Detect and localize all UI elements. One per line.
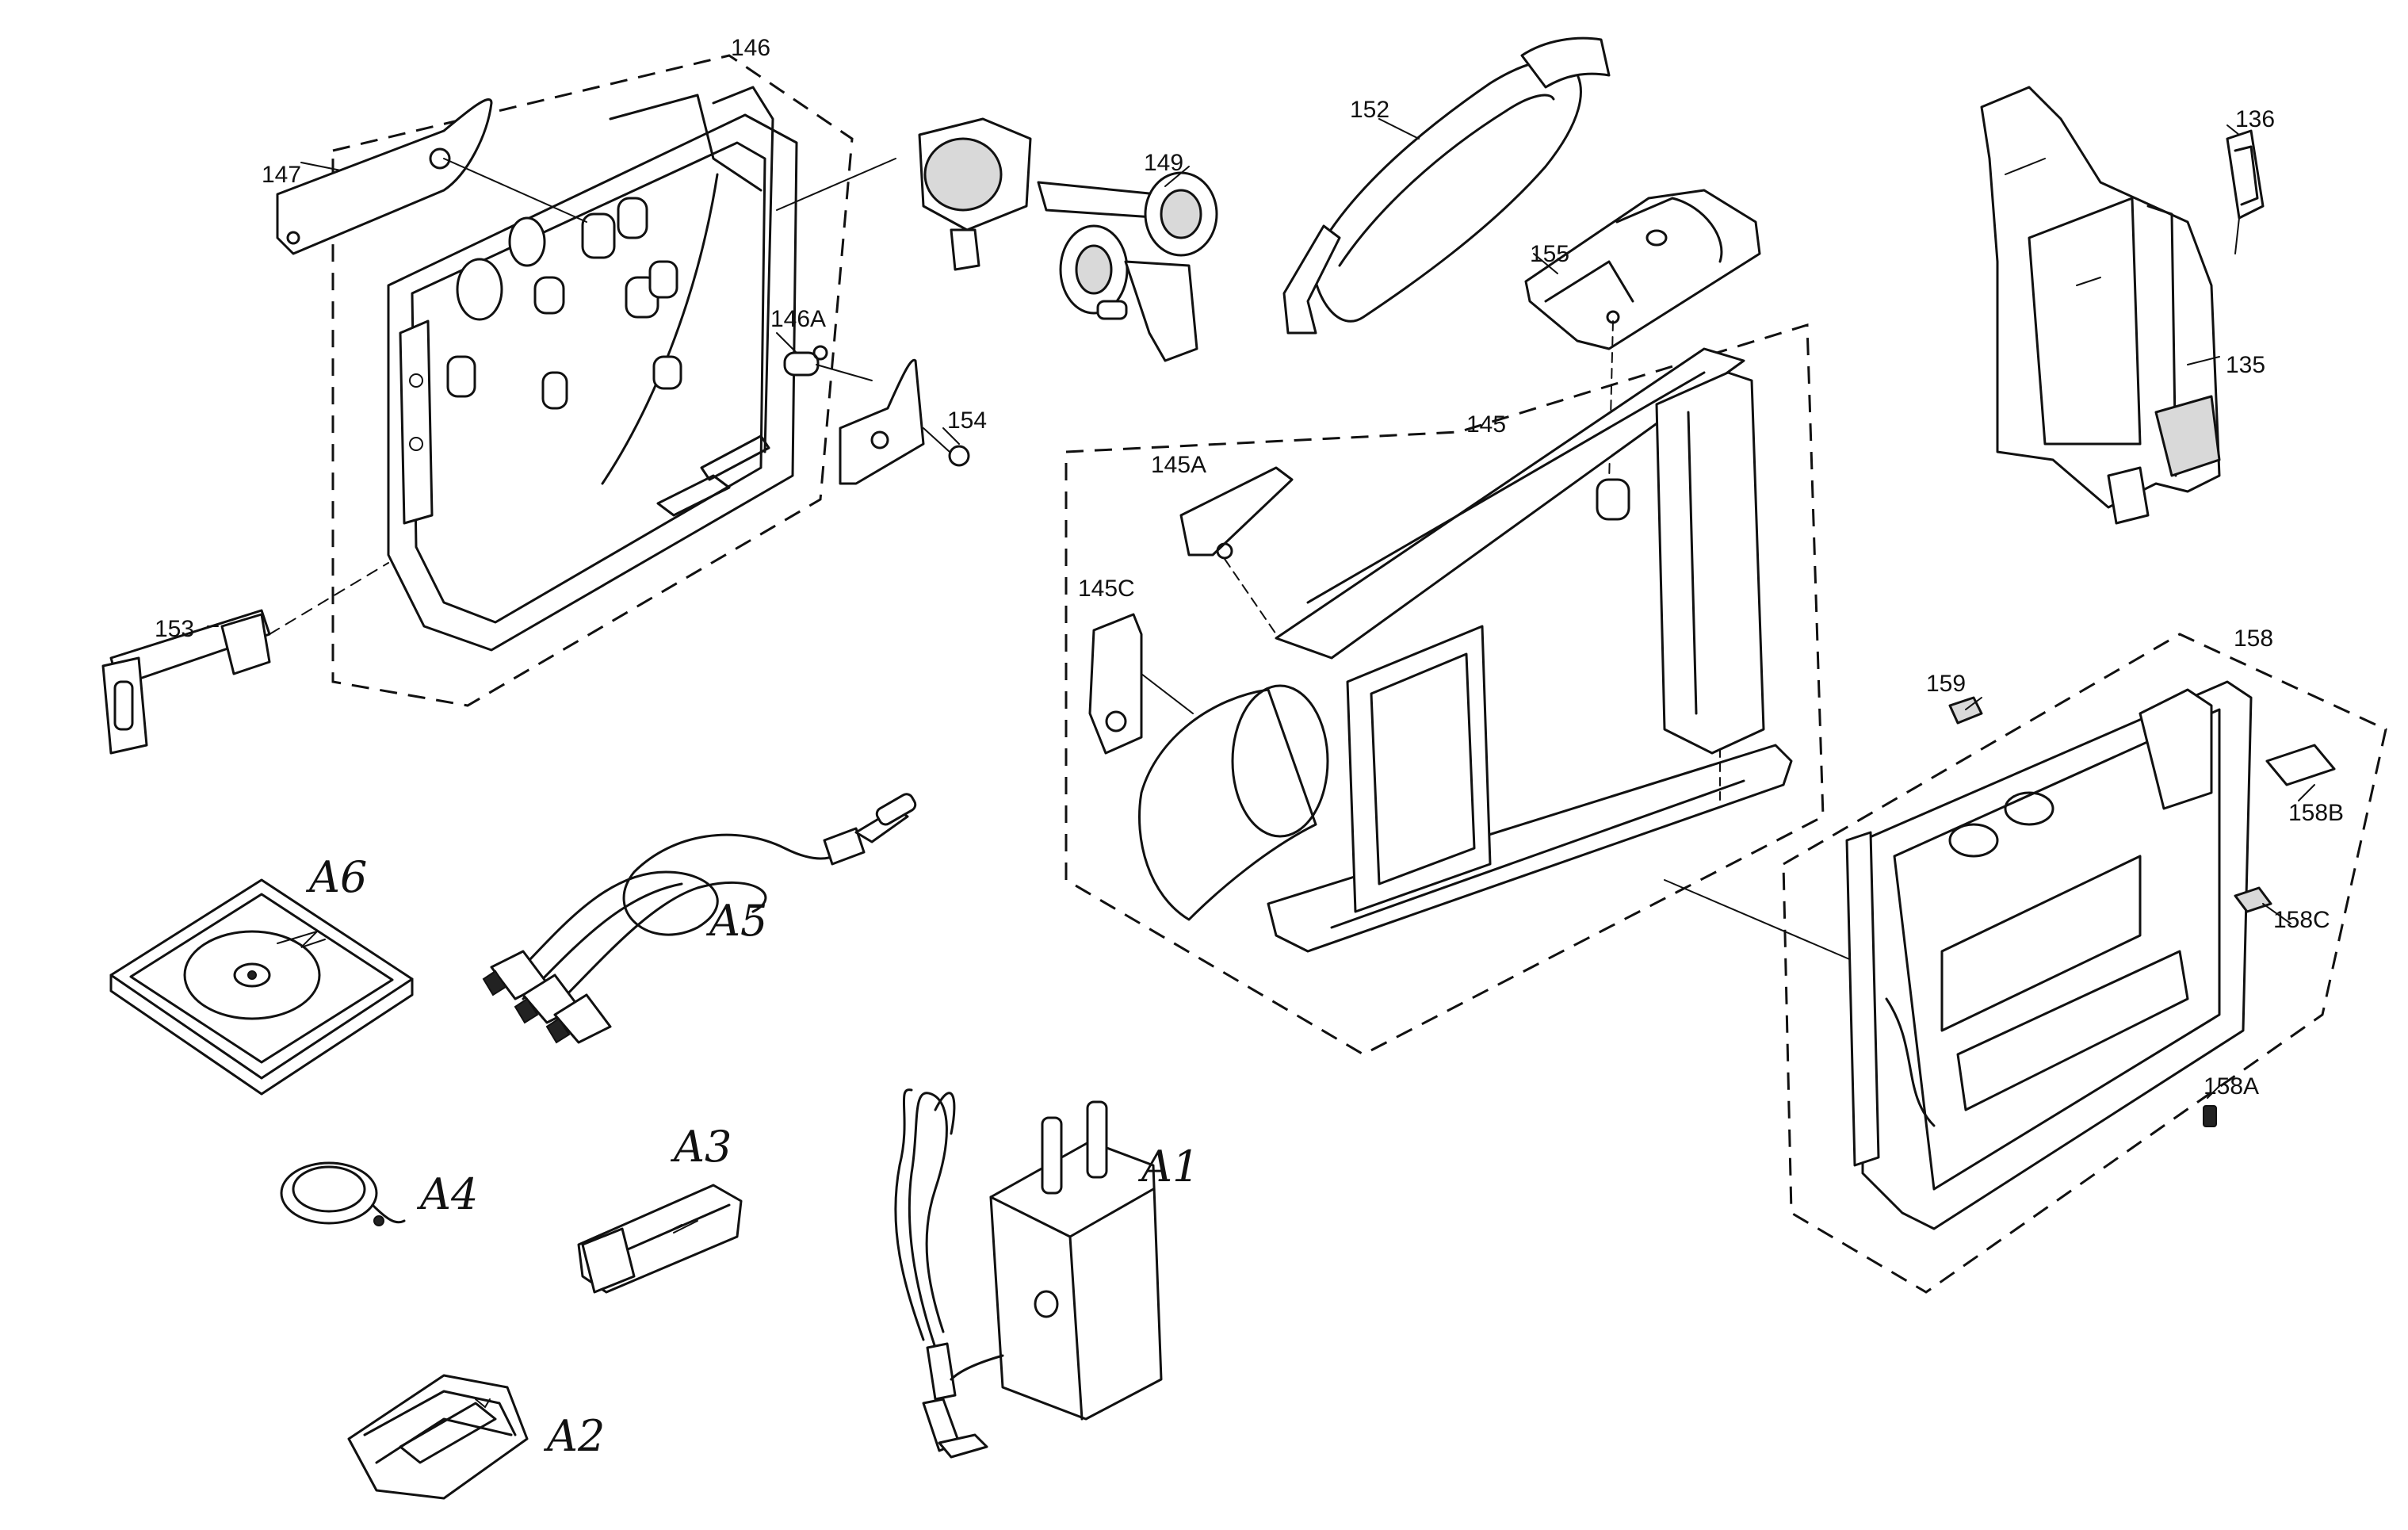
part-145a-clip xyxy=(1179,466,1294,635)
label-a2: A2 xyxy=(543,1411,605,1461)
label-a1: A1 xyxy=(1137,1142,1199,1191)
accessory-a2-battery xyxy=(347,1374,529,1500)
label-145: 145 xyxy=(1466,411,1506,438)
label-155: 155 xyxy=(1530,241,1569,267)
label-136: 136 xyxy=(2235,106,2275,132)
label-146: 146 xyxy=(731,35,770,61)
label-158c: 158C xyxy=(2273,907,2330,933)
label-152: 152 xyxy=(1350,97,1389,123)
label-158b: 158B xyxy=(2288,800,2344,826)
part-152-hand-strap xyxy=(1282,36,1611,335)
accessory-a1-ac-adapter xyxy=(894,1088,1163,1459)
label-147: 147 xyxy=(262,162,301,188)
label-158a: 158A xyxy=(2204,1073,2259,1100)
part-158-lower-chassis xyxy=(1782,633,2387,1294)
label-135: 135 xyxy=(2226,352,2265,378)
label-a6: A6 xyxy=(305,852,367,902)
part-158a-pin xyxy=(2203,1105,2217,1127)
part-136-connector xyxy=(2226,129,2265,254)
label-159: 159 xyxy=(1926,671,1966,697)
part-135-circuit-board xyxy=(1980,86,2221,525)
part-145c-bracket xyxy=(1088,613,1194,755)
label-154: 154 xyxy=(947,407,987,434)
part-146a-154-side-clip xyxy=(783,345,970,485)
accessory-a6-cd-rom xyxy=(109,878,414,1096)
accessory-a5-av-cable xyxy=(482,793,917,1044)
label-145c: 145C xyxy=(1078,576,1135,602)
label-a5: A5 xyxy=(705,896,767,946)
part-147-side-panel xyxy=(276,98,587,255)
part-145-main-chassis xyxy=(1064,323,1887,1056)
label-145a: 145A xyxy=(1151,452,1206,478)
label-158: 158 xyxy=(2234,625,2273,652)
part-158c-pad xyxy=(2234,886,2272,913)
accessory-a4-lens-cap xyxy=(280,1161,406,1226)
part-149-lens-assembly xyxy=(776,117,1218,362)
label-153: 153 xyxy=(155,616,194,642)
label-a4: A4 xyxy=(416,1169,478,1219)
part-153-strap-bracket xyxy=(101,562,389,755)
leader-lines xyxy=(207,118,2315,1099)
label-a3: A3 xyxy=(670,1122,732,1172)
accessory-a3-shoulder-strap xyxy=(577,1184,743,1294)
part-146-cabinet xyxy=(331,54,854,707)
label-146a: 146A xyxy=(770,306,826,332)
part-158b-pad xyxy=(2265,744,2336,786)
label-149: 149 xyxy=(1144,150,1183,176)
